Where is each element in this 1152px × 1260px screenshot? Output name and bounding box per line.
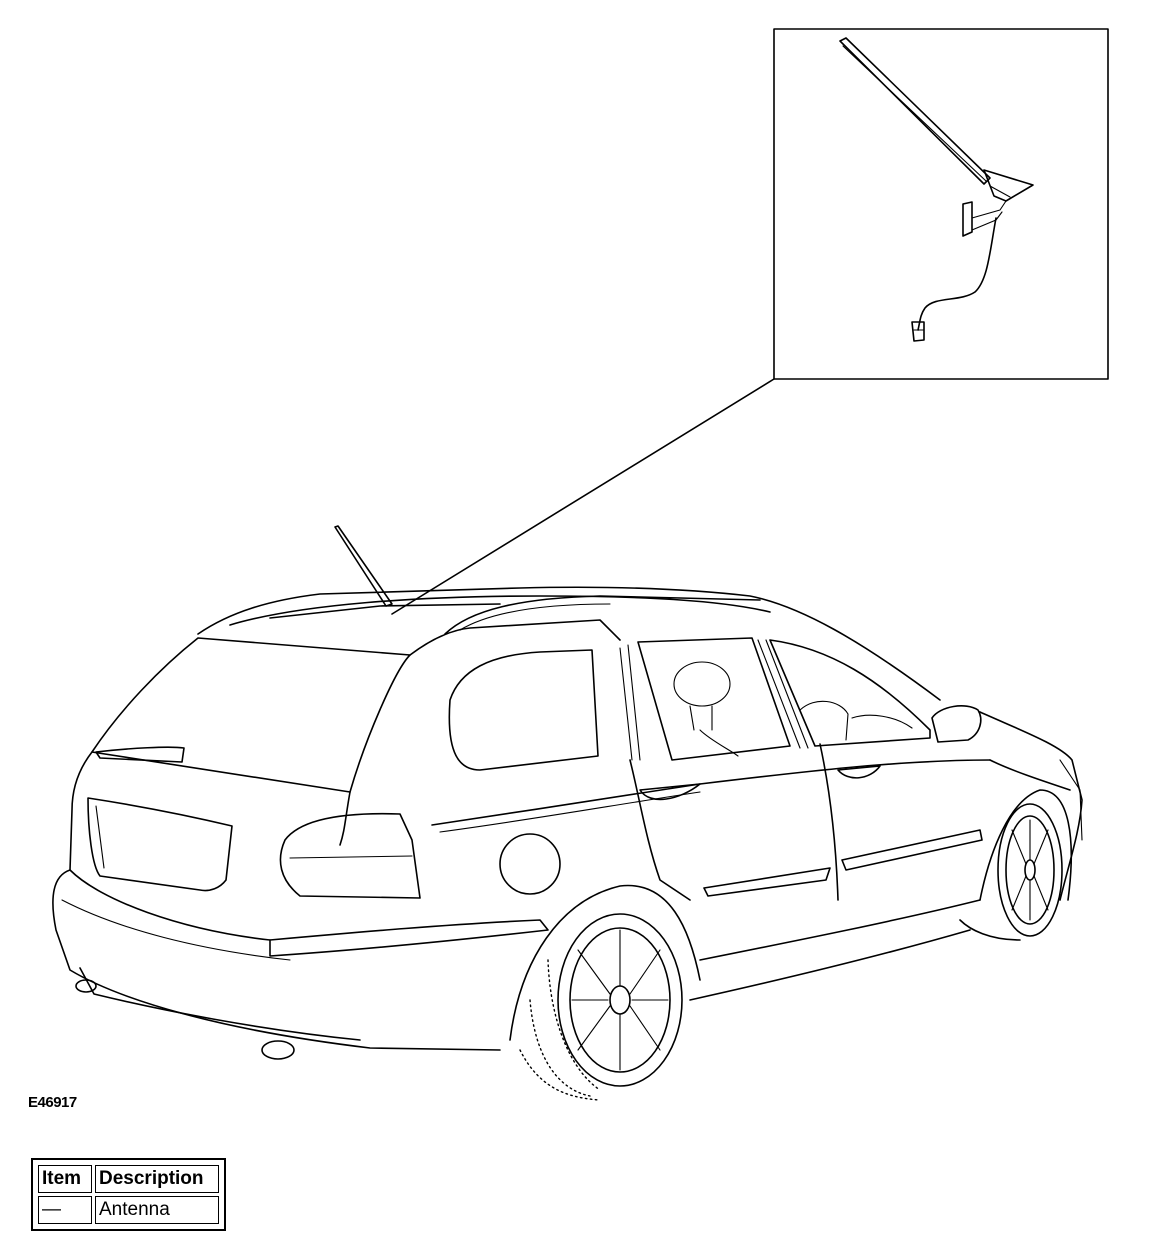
rear-quarter-window xyxy=(448,649,599,771)
inset-frame xyxy=(773,28,1109,380)
antenna-mast xyxy=(839,37,991,185)
fuel-door xyxy=(499,833,561,895)
legend-table: Item Description — Antenna xyxy=(31,1158,226,1231)
side-mirror xyxy=(931,705,982,743)
figure-id: E46917 xyxy=(28,1094,77,1111)
front-door-window xyxy=(769,639,931,747)
legend-item-cell: — xyxy=(38,1196,92,1224)
front-wheel xyxy=(997,803,1063,937)
legend-description-cell: Antenna xyxy=(95,1196,219,1224)
antenna-cable xyxy=(917,217,997,331)
exhaust-right xyxy=(261,1040,295,1060)
roof-antenna xyxy=(334,525,393,607)
vehicle-outline xyxy=(52,525,1083,1101)
antenna-detail-inset xyxy=(773,28,1109,380)
antenna-connector xyxy=(911,321,925,342)
legend-header-row: Item Description xyxy=(38,1165,219,1193)
exhaust-left xyxy=(75,979,97,993)
leader-line xyxy=(391,378,775,615)
rear-window xyxy=(91,637,411,793)
legend-header-description: Description xyxy=(95,1165,219,1193)
legend-header-item: Item xyxy=(38,1165,92,1193)
antenna-bracket xyxy=(962,201,973,237)
rear-wheel xyxy=(557,913,683,1087)
license-plate-recess xyxy=(87,797,233,892)
legend-row: — Antenna xyxy=(38,1196,219,1224)
tail-light xyxy=(279,812,421,899)
rear-bumper xyxy=(52,869,501,1051)
rear-door-window xyxy=(637,637,791,761)
legend-grid: Item Description — Antenna xyxy=(35,1162,222,1227)
